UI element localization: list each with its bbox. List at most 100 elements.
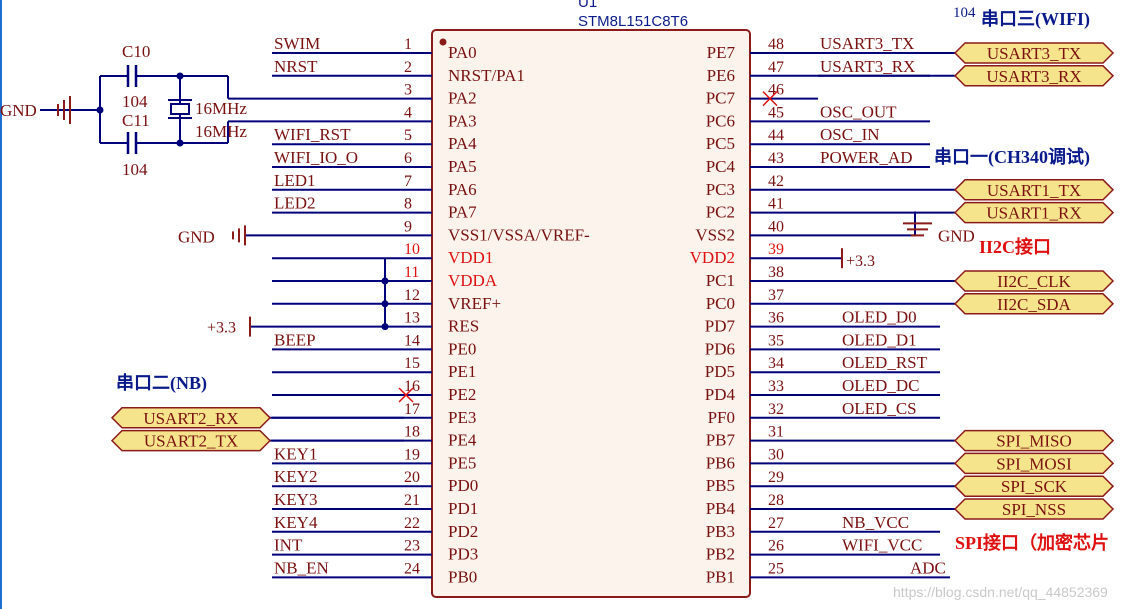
left-pin-name: VDD1 [448,248,493,267]
crystal-icon [170,103,190,115]
net-port-label: SPI_MOSI [996,454,1072,473]
right-net-label: OLED_CS [842,399,917,418]
left-net-label: LED2 [274,194,316,213]
right-pin-name: PB3 [706,522,735,541]
left-pin-name: PA5 [448,157,477,176]
net-port-label: USART1_TX [987,181,1081,200]
left-pin-name: PE3 [448,408,476,427]
cap-c11-ref: C11 [122,111,150,130]
left-net-label: KEY2 [274,467,317,486]
left-pin-number: 24 [404,560,420,577]
left-pin-number: 23 [404,538,420,555]
right-pin-number: 32 [768,401,784,418]
right-pin-number: 36 [768,310,784,327]
chip-u1 [431,29,751,598]
right-pin-number: 40 [768,218,784,235]
left-pin-name: RES [448,317,479,336]
gnd-label-right: GND [938,226,975,245]
right-pin-name: PB4 [706,499,736,518]
net-port-label: SPI_NSS [1002,500,1066,519]
net-port-label: USART2_RX [143,409,238,428]
net-port-label: USART2_TX [144,432,238,451]
right-pin-number: 34 [768,355,784,372]
left-pin-number: 15 [404,355,420,372]
left-pin-number: 14 [404,332,420,349]
left-pin-name: PD3 [448,545,478,564]
right-net-label: OLED_D1 [842,330,917,349]
right-pin-number: 44 [768,127,784,144]
left-pin-name: PB0 [448,567,477,586]
left-pin-number: 21 [404,492,420,509]
left-pin-name: PD2 [448,522,478,541]
note-uart2: 串口二(NB) [116,373,207,394]
left-pin-name: NRST/PA1 [448,66,525,85]
right-net-label: NB_VCC [842,513,909,532]
gnd-label-left: GND [178,227,215,246]
net-port-label: USART3_RX [986,67,1081,86]
left-pin-name: PD1 [448,499,478,518]
left-pin-number: 20 [404,469,420,486]
net-port-label: II2C_SDA [997,295,1071,314]
cap-c10-ref: C10 [122,42,150,61]
left-pin-name: PE4 [448,431,477,450]
right-pin-number: 30 [768,446,784,463]
right-pin-name: VSS2 [695,225,735,244]
left-pin-number: 17 [404,401,420,418]
no-connect-mark [762,91,778,107]
right-pin-name: PB5 [706,476,735,495]
right-net-label: OSC_OUT [820,102,897,121]
right-pin-name: PD4 [705,385,736,404]
left-pin-number: 12 [404,287,420,304]
right-pin-number: 38 [768,264,784,281]
left-pin-number: 11 [404,264,419,281]
left-pin-name: PA7 [448,203,477,222]
left-pin-name: PA3 [448,111,477,130]
right-pin-name: PC0 [706,294,735,313]
right-pin-number: 25 [768,560,784,577]
right-pin-number: 27 [768,515,784,532]
left-pin-number: 19 [404,446,420,463]
right-pin-name: PE6 [707,66,735,85]
junction-dot [381,277,389,285]
left-pin-number: 1 [404,36,412,53]
right-pin-name: PC3 [706,180,735,199]
window-left-edge [0,0,2,609]
left-pin-number: 5 [404,127,412,144]
note-uart3-prefix: 104 [953,5,976,21]
right-pin-name: PD5 [705,362,735,381]
cap-c10-value: 104 [122,92,148,111]
right-net-label: USART3_TX [820,34,914,53]
left-pin-number: 8 [404,196,412,213]
left-pin-number: 22 [404,515,420,532]
watermark-text: https://blog.csdn.net/qq_44852369 [893,584,1108,600]
right-net-label: OLED_D0 [842,308,917,327]
right-net-label: USART3_RX [820,57,915,76]
junction-dot [381,300,389,308]
crystal-freq-1: 16MHz [195,99,247,118]
right-net-label: OLED_DC [842,376,919,395]
left-pin-name: PD0 [448,476,478,495]
left-net-label: SWIM [274,34,320,53]
right-pin-number: 42 [768,173,784,190]
right-pin-number: 45 [768,104,784,121]
net-port-label: USART3_TX [987,44,1081,63]
right-pin-number: 28 [768,492,784,509]
right-net-label: POWER_AD [820,148,913,167]
left-pin-name: PE0 [448,339,476,358]
left-net-label: BEEP [274,330,316,349]
net-port-tag [953,429,1115,452]
net-port-tag [953,201,1115,224]
net-port-label: SPI_SCK [1001,477,1068,496]
left-net-label: KEY1 [274,444,317,463]
right-pin-number: 33 [768,378,784,395]
net-port-group: USART3_TXUSART3_RXUSART1_TXUSART1_RXII2C… [110,42,1115,520]
chip-part-label: STM8L151C8T6 [578,13,688,30]
left-pin-number: 9 [404,218,412,235]
note-uart1: 串口一(CH340调试) [934,146,1090,168]
right-net-label: OLED_RST [842,353,928,372]
net-port-tag [953,270,1115,292]
right-pin-name: PC6 [706,111,735,130]
right-pin-name: PC4 [706,157,736,176]
left-pin-number: 4 [404,104,412,121]
